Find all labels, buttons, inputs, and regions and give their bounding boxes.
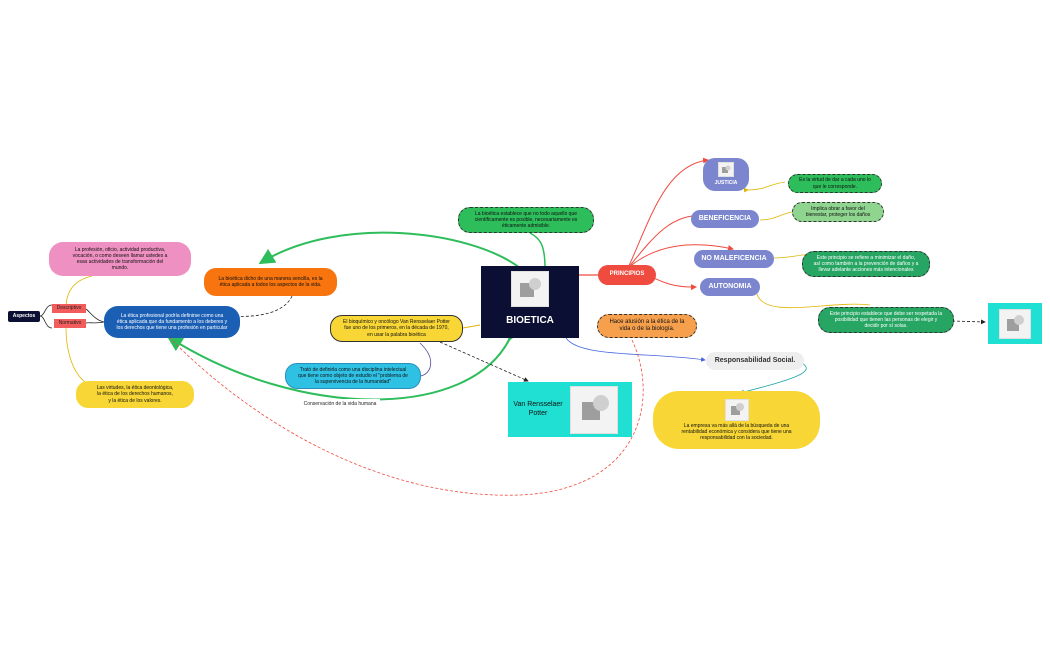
- profesion-node[interactable]: La profesión, oficio, actividad producti…: [49, 242, 191, 276]
- beneficencia-node[interactable]: BENEFICENCIA: [691, 210, 759, 228]
- principios-node[interactable]: PRINCIPIOS: [598, 265, 656, 285]
- etica-vida-node[interactable]: Hace alusión a la ética de la vida o de …: [597, 314, 697, 338]
- aspectos-node[interactable]: Aspectos: [8, 311, 40, 322]
- no-maleficencia-node[interactable]: NO MALEFICENCIA: [694, 250, 774, 268]
- center-node[interactable]: BIOETICA: [481, 266, 579, 338]
- justicia-node[interactable]: JUSTICIA: [703, 158, 749, 191]
- no-maleficencia-desc-node[interactable]: Este principio se refiere a minimizar el…: [802, 251, 930, 277]
- disciplina-node[interactable]: Trató de definirla como una disciplina i…: [285, 363, 421, 389]
- justicia-label: JUSTICIA: [714, 180, 738, 187]
- responsabilidad-social-node[interactable]: Responsabilidad Social.: [706, 352, 804, 370]
- beneficencia-desc-node[interactable]: Implica obrar a favor del bienestar, pro…: [792, 202, 884, 222]
- potter-node[interactable]: Van Rensselaer Potter: [508, 382, 632, 437]
- image-placeholder-icon: [724, 398, 749, 421]
- empresa-node[interactable]: La empresa va más allá de la búsqueda de…: [653, 391, 820, 449]
- autonomia-node[interactable]: AUTONOMIA: [700, 278, 760, 296]
- potter-name-label: Van Rensselaer Potter: [513, 400, 563, 417]
- virtudes-node[interactable]: Las virtudes, la ética deontológica, la …: [76, 381, 194, 408]
- image-placeholder-icon: [570, 385, 618, 434]
- center-title: BIOETICA: [506, 314, 554, 326]
- bioetica-definition-node[interactable]: La bioética establece que no todo aquell…: [458, 207, 594, 233]
- potter-desc-node[interactable]: El bioquímico y oncólogo Van Rensselaer …: [330, 315, 463, 342]
- autonomia-image-node[interactable]: [988, 303, 1042, 344]
- etica-profesional-node[interactable]: La ética profesional podría definirse co…: [104, 306, 240, 338]
- image-placeholder-icon: [718, 162, 734, 178]
- justicia-desc-node[interactable]: Es la virtud de dar a cada uno lo que le…: [788, 174, 882, 193]
- bioetica-sencilla-node[interactable]: La bioética dicho de una manera sencilla…: [204, 268, 337, 296]
- conservacion-label: Conservación de la vida humana: [300, 399, 380, 409]
- image-placeholder-icon: [511, 270, 549, 307]
- image-placeholder-icon: [999, 308, 1031, 339]
- autonomia-desc-node[interactable]: Este principio establece que debe ser re…: [818, 307, 954, 333]
- normativo-tag[interactable]: Normativo: [54, 319, 86, 328]
- descriptivo-tag[interactable]: Descriptivo: [52, 304, 86, 313]
- empresa-text: La empresa va más allá de la búsqueda de…: [681, 422, 792, 442]
